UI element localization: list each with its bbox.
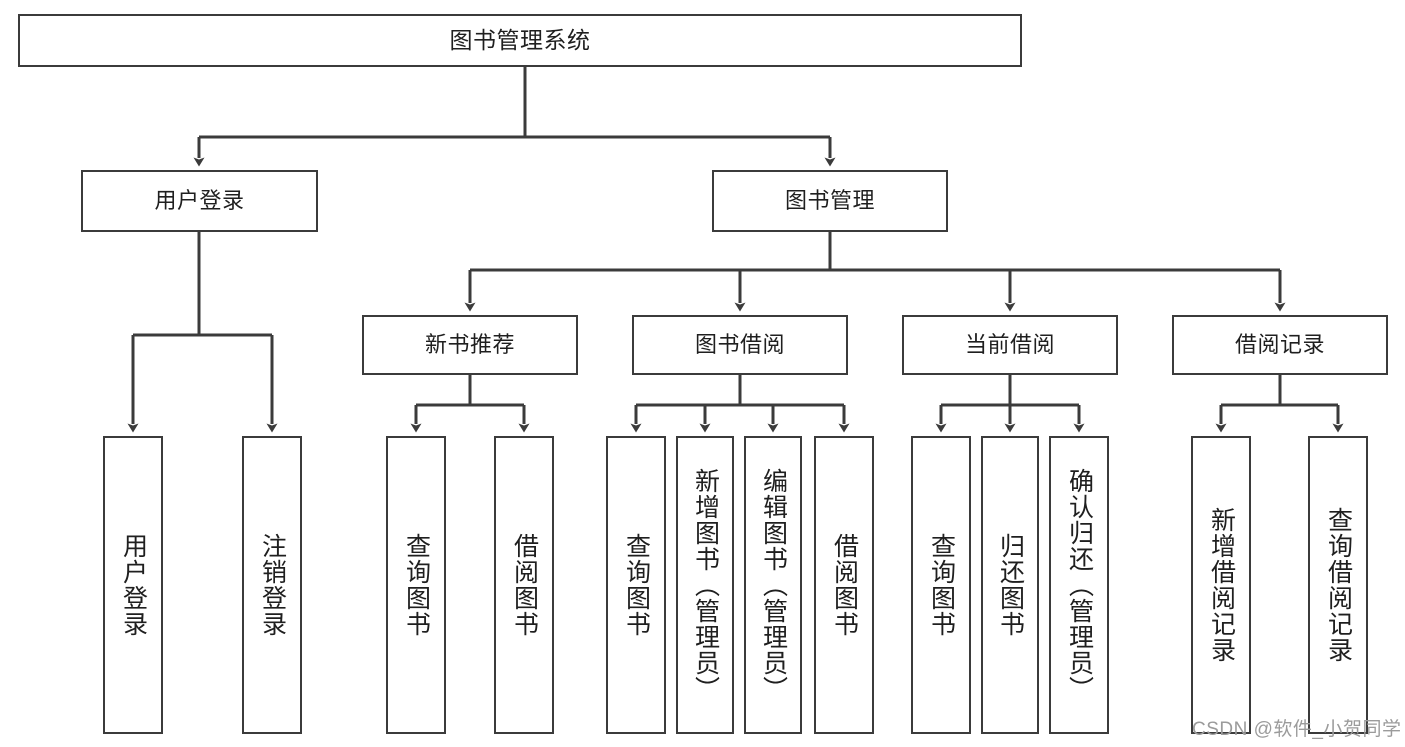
node-label: 编辑图书（管理员） — [759, 468, 788, 702]
node-label: 确认归还（管理员） — [1065, 468, 1094, 702]
csdn-watermark: CSDN @软件_小贺同学 — [1192, 719, 1402, 740]
node-label: 用户登录 — [154, 188, 245, 213]
node-label: 借阅记录 — [1234, 332, 1325, 357]
leaf-query-borrow-record[interactable]: 查询借阅记录 — [1308, 436, 1368, 734]
node-root-system[interactable]: 图书管理系统 — [18, 14, 1022, 67]
node-label: 查询图书 — [622, 533, 651, 637]
leaf-user-login[interactable]: 用户登录 — [103, 436, 163, 734]
leaf-add-book-admin[interactable]: 新增图书（管理员） — [676, 436, 734, 734]
node-label: 新增借阅记录 — [1207, 507, 1236, 663]
leaf-borrow-book-borrow[interactable]: 借阅图书 — [814, 436, 874, 734]
node-book-borrow[interactable]: 图书借阅 — [632, 315, 848, 375]
node-current-borrow[interactable]: 当前借阅 — [902, 315, 1118, 375]
node-new-book-rec[interactable]: 新书推荐 — [362, 315, 578, 375]
node-user-login[interactable]: 用户登录 — [81, 170, 318, 232]
node-label: 新书推荐 — [424, 332, 515, 357]
node-label: 用户登录 — [119, 533, 148, 637]
node-label: 查询图书 — [927, 533, 956, 637]
leaf-query-book-borrow[interactable]: 查询图书 — [606, 436, 666, 734]
node-label: 查询借阅记录 — [1324, 507, 1353, 663]
leaf-query-book-rec[interactable]: 查询图书 — [386, 436, 446, 734]
leaf-edit-book-admin[interactable]: 编辑图书（管理员） — [744, 436, 802, 734]
node-label: 借阅图书 — [830, 533, 859, 637]
node-label: 归还图书 — [996, 533, 1025, 637]
leaf-return-book[interactable]: 归还图书 — [981, 436, 1039, 734]
node-label: 当前借阅 — [964, 332, 1055, 357]
node-label: 查询图书 — [402, 533, 431, 637]
leaf-confirm-return-admin[interactable]: 确认归还（管理员） — [1049, 436, 1109, 734]
node-label: 图书管理系统 — [449, 27, 591, 53]
node-label: 图书借阅 — [694, 332, 785, 357]
leaf-borrow-book-rec[interactable]: 借阅图书 — [494, 436, 554, 734]
node-label: 新增图书（管理员） — [691, 468, 720, 702]
node-label: 注销登录 — [258, 533, 287, 637]
leaf-logout-login[interactable]: 注销登录 — [242, 436, 302, 734]
node-label: 图书管理 — [784, 188, 875, 213]
node-borrow-record[interactable]: 借阅记录 — [1172, 315, 1388, 375]
node-label: 借阅图书 — [510, 533, 539, 637]
leaf-add-borrow-record[interactable]: 新增借阅记录 — [1191, 436, 1251, 734]
leaf-query-book-current[interactable]: 查询图书 — [911, 436, 971, 734]
node-book-manage[interactable]: 图书管理 — [712, 170, 948, 232]
